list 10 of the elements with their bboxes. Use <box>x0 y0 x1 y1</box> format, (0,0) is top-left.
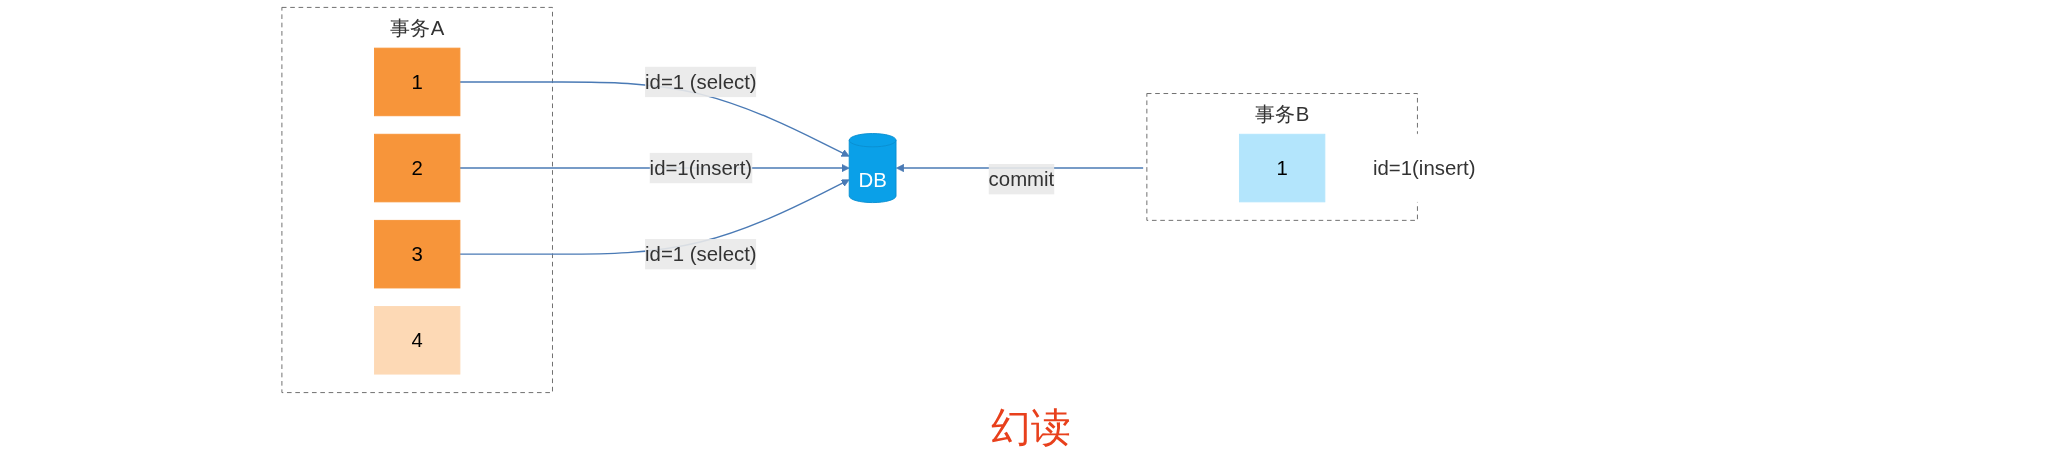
node-box: 2 <box>374 133 461 203</box>
node-box: 3 <box>374 219 461 289</box>
edge-label: id=1 (select) <box>645 70 758 94</box>
diagram-note: 幻读 <box>991 405 1071 449</box>
node-box: 1 <box>374 47 461 117</box>
edge-label: id=1(insert) <box>650 156 753 180</box>
node-box: 1 <box>1239 133 1326 203</box>
edge-label: commit <box>989 167 1055 191</box>
edge-label: id=1 (select) <box>645 242 758 266</box>
node-box: 4 <box>374 306 461 375</box>
